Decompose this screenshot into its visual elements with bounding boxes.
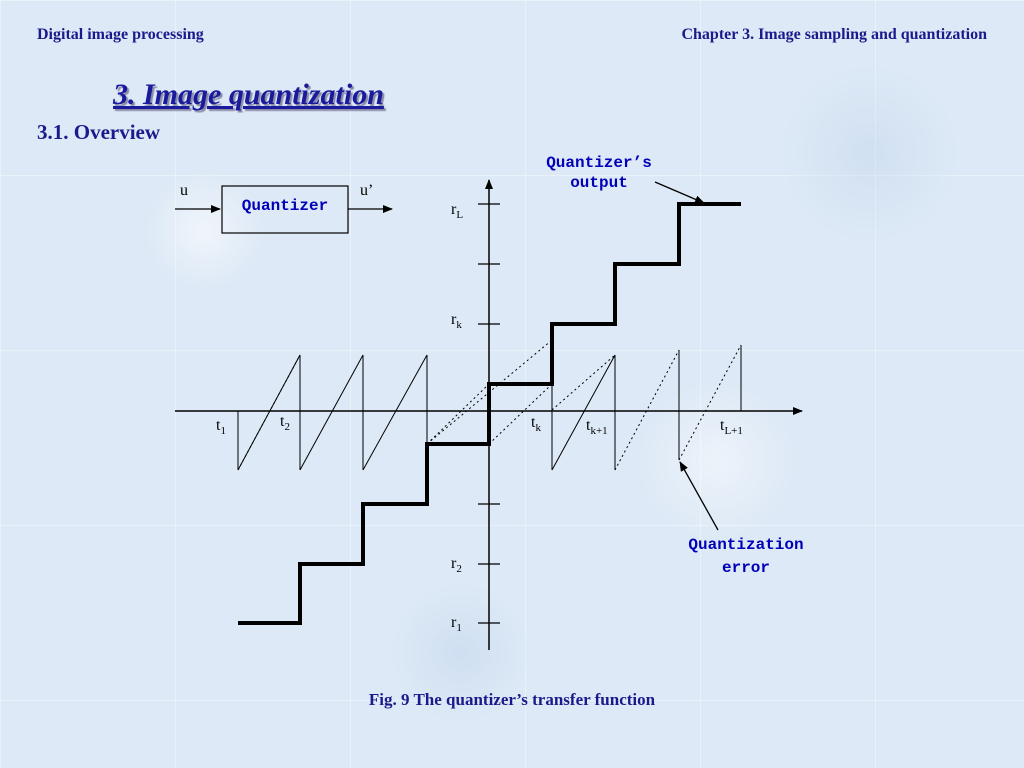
- callout-output-line2: output: [570, 174, 628, 192]
- input-label-u: u: [180, 182, 188, 199]
- figure-caption: Fig. 9 The quantizer’s transfer function: [368, 690, 656, 709]
- label-t1: t1: [216, 417, 226, 437]
- callout-error-arrow: [679, 461, 719, 531]
- label-tk1: tk+1: [586, 417, 608, 437]
- header-left: Digital image processing: [37, 26, 204, 43]
- dotted-guide: [614, 349, 680, 471]
- quantizer-staircase: [238, 202, 741, 625]
- callout-output-line1: Quantizer’s: [546, 154, 652, 172]
- label-r1: r1: [451, 614, 462, 634]
- callout-output-arrow: [654, 181, 705, 204]
- section-subtitle: 3.1. Overview: [37, 120, 161, 144]
- label-r2: r2: [451, 555, 462, 575]
- dotted-guide: [678, 344, 742, 461]
- output-label-u-prime: u’: [360, 182, 373, 199]
- callout-error-line2: error: [722, 559, 770, 577]
- dotted-guide: [551, 354, 616, 411]
- label-rL: rL: [451, 201, 463, 221]
- slide-title: 3. Image quantization: [113, 78, 384, 111]
- sawtooth-ramp: [299, 354, 364, 471]
- callout-error-line1: Quantization: [688, 536, 803, 554]
- quantizer-block-diagram: u Quantizer u’: [175, 182, 393, 234]
- label-rk: rk: [451, 311, 462, 331]
- level-ticks: [478, 203, 500, 624]
- header-right: Chapter 3. Image sampling and quantizati…: [681, 26, 987, 43]
- label-t2: t2: [280, 413, 290, 433]
- sawtooth-ramp: [551, 354, 616, 471]
- dotted-guide: [426, 339, 553, 445]
- dotted-guide: [488, 383, 553, 445]
- dotted-guide: [237, 354, 301, 471]
- dotted-guide: [426, 383, 490, 445]
- ideal-line-guides: [237, 339, 742, 471]
- label-tk: tk: [531, 414, 541, 434]
- label-tL1: tL+1: [720, 417, 743, 437]
- sawtooth-ramp: [362, 354, 428, 471]
- quantizer-box-label: Quantizer: [242, 197, 328, 215]
